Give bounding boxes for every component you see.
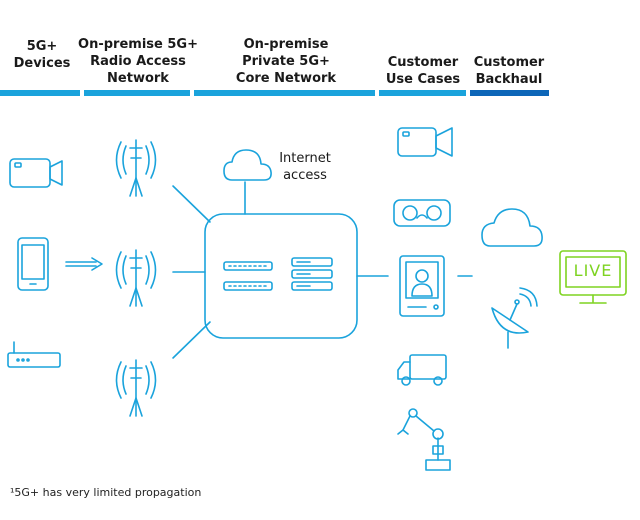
header-core-network: On-premise Private 5G+ Core Network <box>218 36 354 87</box>
header-ran: On-premise 5G+ Radio Access Network <box>72 36 204 87</box>
satellite-dish-icon <box>491 287 538 349</box>
header-bar-backhaul <box>470 90 549 96</box>
vr-headset-icon <box>393 199 451 227</box>
header-line: Devices <box>13 56 71 71</box>
cloud-icon <box>481 208 543 247</box>
cell-tower-icon <box>115 139 157 197</box>
header-use-cases: Customer Use Cases <box>378 54 468 88</box>
internet-label-line: access <box>283 168 327 183</box>
cell-tower-icon <box>115 249 157 307</box>
header-bar-use-cases <box>379 90 466 96</box>
live-display-icon <box>559 250 627 304</box>
header-bar-core <box>194 90 375 96</box>
live-text: LIVE <box>573 261 613 280</box>
video-camera-icon <box>9 158 63 188</box>
header-line: Customer <box>473 55 545 70</box>
header-line: Customer <box>387 55 459 70</box>
delivery-truck-icon <box>397 354 447 386</box>
header-bar-devices <box>0 90 80 96</box>
footnote: ¹5G+ has very limited propagation <box>10 486 202 499</box>
header-line: 5G+ <box>26 39 58 54</box>
header-line: Private 5G+ <box>242 54 330 69</box>
header-line: Backhaul <box>475 72 543 87</box>
core-server-icon <box>204 213 358 339</box>
header-bar-ran <box>84 90 190 96</box>
header-backhaul: Customer Backhaul <box>466 54 552 88</box>
video-camera-icon <box>397 127 453 157</box>
signal-arrow-icon <box>65 257 103 271</box>
robotic-arm-icon <box>397 408 451 471</box>
header-line: Core Network <box>235 71 337 86</box>
router-icon <box>7 341 61 368</box>
internet-access-label: Internet access <box>270 150 340 184</box>
smartphone-icon <box>17 237 49 291</box>
internet-label-line: Internet <box>279 151 331 166</box>
header-line: Use Cases <box>385 72 461 87</box>
header-line: On-premise <box>243 37 329 52</box>
connection-lines <box>172 181 473 359</box>
header-line: Radio Access <box>90 54 186 69</box>
cloud-icon <box>223 149 272 181</box>
header-line: On-premise 5G+ <box>78 37 198 52</box>
header-5g-devices: 5G+ Devices <box>0 38 84 72</box>
cell-tower-icon <box>115 359 157 417</box>
header-line: Network <box>107 71 169 86</box>
id-badge-icon <box>399 255 445 317</box>
